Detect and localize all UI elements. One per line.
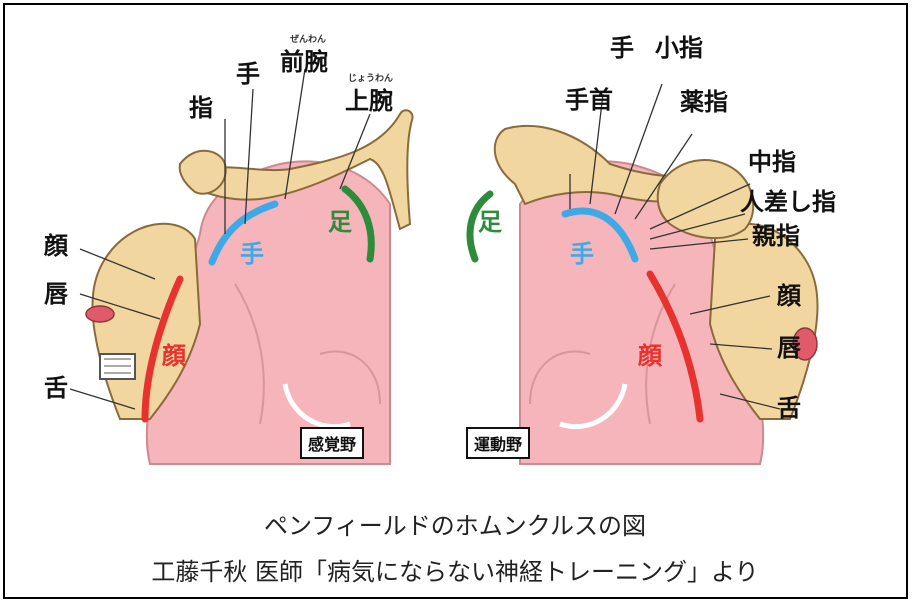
homunculus-illustration xyxy=(20,24,890,484)
right-homunculus-hand xyxy=(658,160,754,238)
caption-line-2: 工藤千秋 医師「病気にならない神経トレーニング」より xyxy=(0,552,910,587)
box-motor-area: 運動野 xyxy=(466,427,530,459)
label-wrist: 手首 xyxy=(565,88,613,112)
label-lips-left: 唇 xyxy=(44,282,68,306)
label-index-finger: 人差し指 xyxy=(740,190,836,214)
region-foot-right: 足 xyxy=(478,210,502,234)
label-tongue-right: 舌 xyxy=(777,396,801,420)
label-thumb: 親指 xyxy=(752,224,800,248)
region-hand-left: 手 xyxy=(240,242,264,266)
region-hand-right: 手 xyxy=(570,242,594,266)
ruby-forearm: ぜんわん xyxy=(290,36,326,45)
label-forearm: 前腕 xyxy=(280,50,328,74)
label-tongue-left: 舌 xyxy=(44,376,68,400)
label-lips-right: 唇 xyxy=(777,336,801,360)
label-little-finger: 小指 xyxy=(655,36,703,60)
label-face-right: 顔 xyxy=(777,284,801,308)
region-face-left: 顔 xyxy=(162,344,186,368)
label-face-left: 顔 xyxy=(44,234,68,258)
label-ring-finger: 薬指 xyxy=(680,90,728,114)
ruby-upper-arm: じょうわん xyxy=(348,75,393,84)
label-hand-left: 手 xyxy=(236,62,260,86)
caption-line-1: ペンフィールドのホムンクルスの図 xyxy=(0,506,910,541)
label-upper-arm: 上腕 xyxy=(345,89,393,113)
region-foot-left: 足 xyxy=(328,210,352,234)
label-middle-finger: 中指 xyxy=(748,150,796,174)
box-sensory-area: 感覚野 xyxy=(300,427,364,459)
region-face-right: 顔 xyxy=(638,344,662,368)
label-hand-right: 手 xyxy=(610,36,634,60)
right-hemisphere xyxy=(470,84,818,464)
label-finger-left: 指 xyxy=(189,96,213,120)
